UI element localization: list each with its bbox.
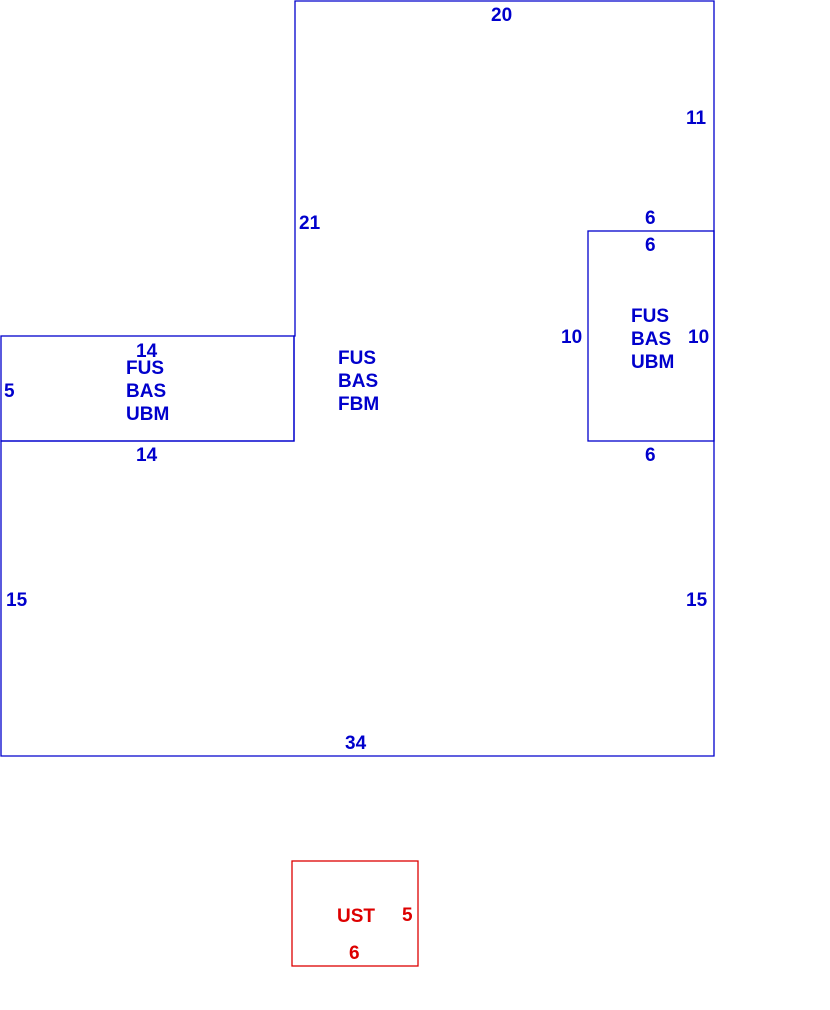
dim-left-wing-bottom: 14 — [136, 445, 158, 466]
dim-main-left-lower: 15 — [6, 590, 28, 611]
left-wing-area-code-1: FUS — [126, 358, 164, 379]
dim-right-wing-above: 6 — [645, 208, 656, 229]
dim-main-right-upper: 11 — [686, 108, 707, 129]
dim-right-wing-right: 10 — [688, 327, 709, 348]
detached-area-code: UST — [337, 906, 375, 927]
dim-left-wing-top: 14 — [136, 341, 158, 362]
left-wing-area-code-3: UBM — [126, 404, 169, 425]
main-area-code-2: BAS — [338, 371, 378, 392]
left-wing-area-code-2: BAS — [126, 381, 166, 402]
dim-detached-right: 5 — [402, 905, 413, 926]
right-wing-area-code-1: FUS — [631, 306, 669, 327]
dim-main-top: 20 — [491, 5, 512, 26]
dim-detached-bottom: 6 — [349, 943, 360, 964]
left-wing-outline — [0, 335, 295, 442]
right-wing-area-code-3: UBM — [631, 352, 674, 373]
dim-main-left-upper: 21 — [299, 213, 321, 234]
main-area-code-1: FUS — [338, 348, 376, 369]
dim-right-wing-left: 10 — [561, 327, 582, 348]
right-wing-outline — [587, 230, 715, 442]
main-area-code-3: FBM — [338, 394, 379, 415]
dim-left-wing-left: 5 — [4, 381, 15, 402]
detached-structure-outline — [291, 860, 419, 967]
dim-right-wing-bottom: 6 — [645, 445, 656, 466]
dim-main-bottom: 34 — [345, 733, 367, 754]
dim-main-right-lower: 15 — [686, 590, 708, 611]
right-wing-area-code-2: BAS — [631, 329, 671, 350]
dim-right-wing-top: 6 — [645, 235, 656, 256]
